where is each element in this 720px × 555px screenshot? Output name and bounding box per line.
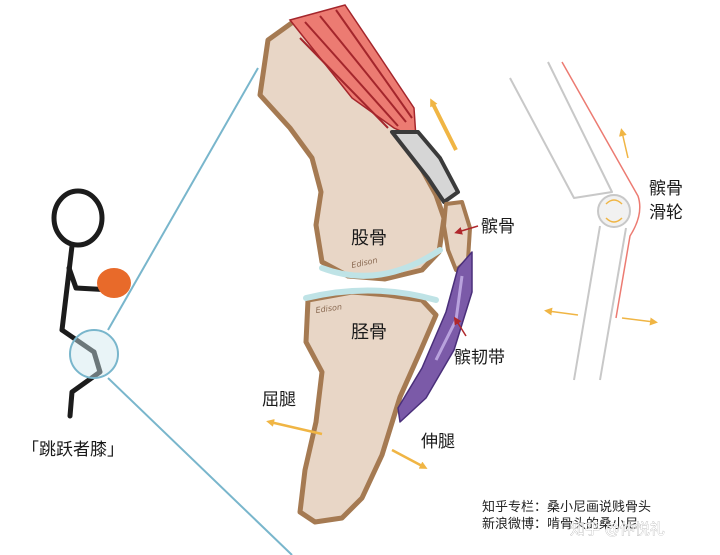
- femur-cartilage: [319, 247, 443, 279]
- ligament-pointer: [453, 316, 467, 337]
- pulley-arrow-up: [619, 128, 629, 159]
- figure-head: [51, 188, 105, 248]
- pulley-rotation-arrows: [605, 199, 623, 223]
- watermark: 知乎 @仲悦礼: [570, 520, 665, 538]
- zoom-lines: [107, 67, 293, 555]
- label-pulley-line1: 髌骨: [649, 179, 683, 199]
- quadriceps-pull-arrow: [430, 98, 458, 151]
- pulley-schematic: [509, 61, 627, 381]
- pulley-tendon-line: [561, 61, 641, 319]
- flexion-arrow: [266, 419, 323, 436]
- pulley-arrow-right: [621, 317, 658, 326]
- patella-pointer: [454, 225, 479, 235]
- label-jumper-knee: 「跳跃者膝」: [22, 440, 124, 460]
- label-femur: 股骨: [351, 228, 387, 249]
- label-pulley-line2: 滑轮: [649, 203, 683, 223]
- credit-line-2: 新浪微博：啃骨头的桑小尼: [482, 516, 638, 532]
- quadriceps-muscle: [288, 4, 417, 140]
- jumper-figure: [51, 188, 115, 419]
- figure-thigh: [59, 327, 97, 355]
- quadriceps-tendon: [390, 130, 460, 204]
- label-extension: 伸腿: [421, 432, 455, 452]
- signature-tibia: Edison: [315, 302, 342, 315]
- label-patella: 髌骨: [481, 217, 515, 237]
- credit-line-1: 知乎专栏：桑小尼画说贱骨头: [482, 499, 651, 515]
- label-tibia: 胫骨: [351, 322, 387, 343]
- knee-zoom-circle: [69, 329, 119, 379]
- patellar-ligament: [397, 251, 473, 423]
- lower-bone-outline: [573, 225, 627, 381]
- label-flexion: 屈腿: [262, 390, 296, 410]
- upper-bone-outline: [509, 61, 613, 199]
- figure-torso: [59, 243, 75, 333]
- extension-arrow: [391, 448, 428, 469]
- label-patellar-ligament: 髌韧带: [454, 348, 505, 368]
- muscle-fibers: [299, 9, 413, 129]
- ball: [97, 268, 131, 298]
- tibia-cartilage: [303, 287, 439, 303]
- pulley-arrow-left: [544, 307, 579, 316]
- tibia: [297, 289, 439, 525]
- figure-shin: [67, 349, 103, 419]
